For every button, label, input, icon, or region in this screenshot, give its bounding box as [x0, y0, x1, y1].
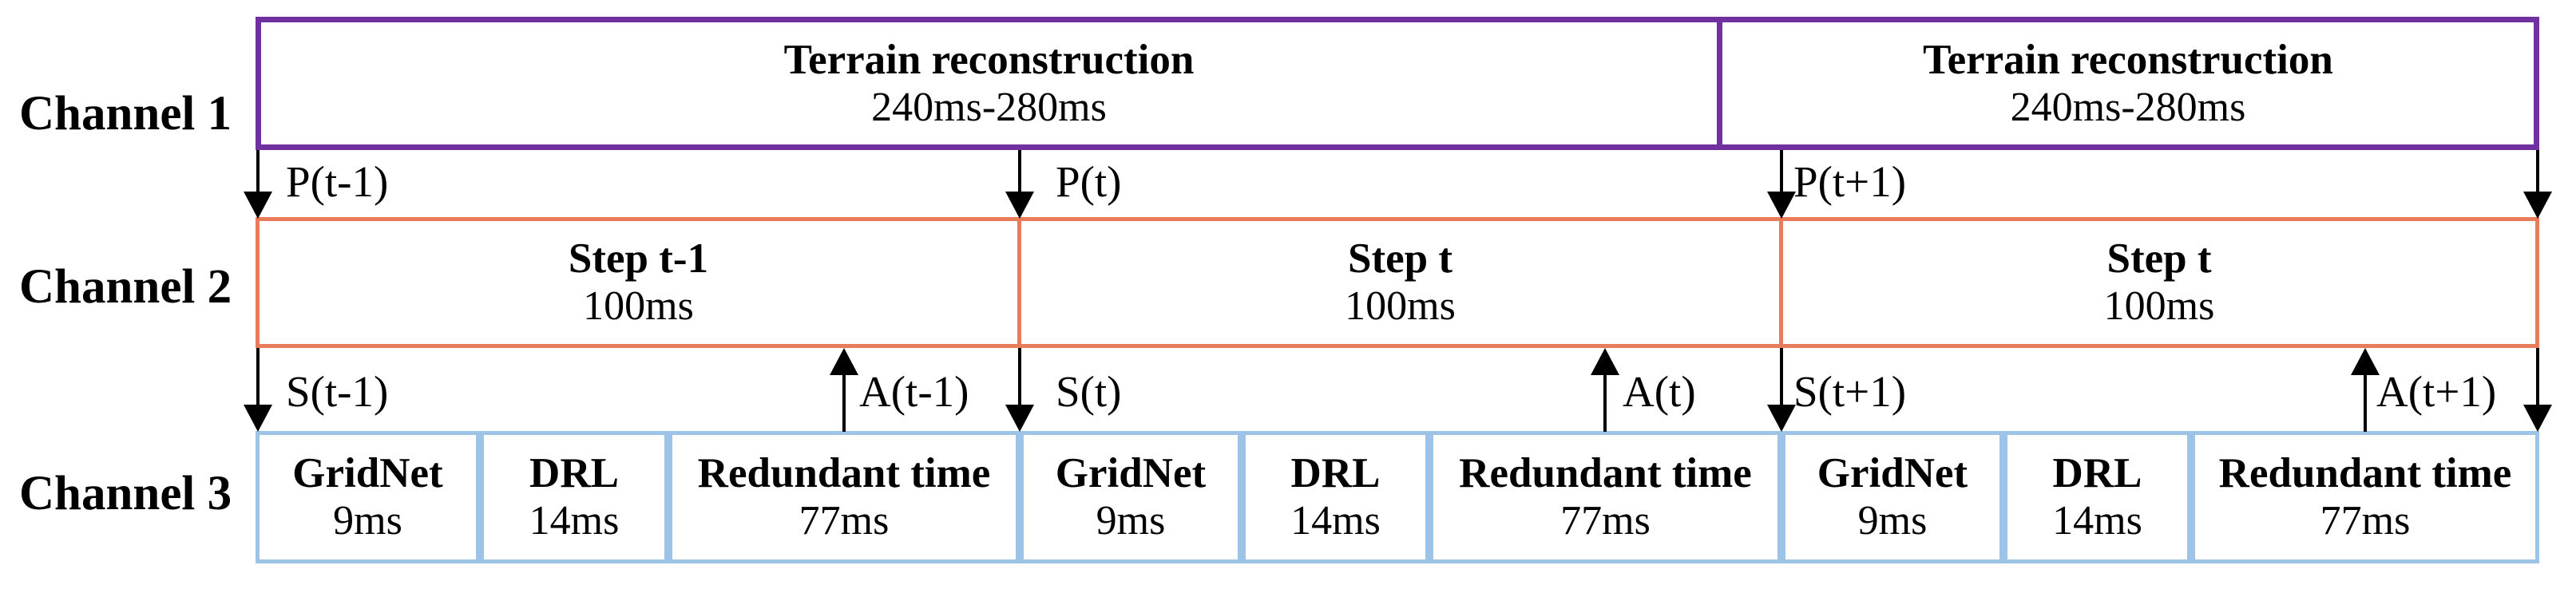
step-box-duration: 100ms	[583, 283, 694, 329]
channel-3-label: Channel 3	[19, 467, 232, 520]
s-signal-label: S(t-1)	[286, 367, 389, 416]
redundant-time-cell: Redundant time 77ms	[1429, 431, 1781, 563]
cell-duration: 77ms	[799, 498, 890, 544]
s-arrow-head	[244, 405, 272, 432]
a-arrow-head	[830, 348, 858, 375]
p-arrow-head	[1767, 192, 1796, 219]
p-arrow-head	[244, 192, 272, 219]
s-arrow-line	[2536, 348, 2539, 407]
step-box-3: Step t 100ms	[1779, 217, 2539, 348]
step-box-title: Step t-1	[568, 235, 709, 282]
p-signal-label: P(t+1)	[1793, 157, 1907, 206]
p-arrow-line	[1018, 150, 1021, 195]
cell-duration: 14ms	[1290, 498, 1381, 544]
p-arrow-line	[2536, 150, 2539, 195]
drl-cell: DRL 14ms	[480, 431, 668, 563]
terrain-box-title: Terrain reconstruction	[1923, 36, 2333, 83]
p-arrow-head	[1005, 192, 1034, 219]
p-arrow-line	[256, 150, 260, 195]
gridnet-cell: GridNet 9ms	[256, 431, 480, 563]
cell-title: DRL	[1290, 450, 1381, 496]
cell-title: Redundant time	[697, 450, 991, 496]
a-arrow-line	[2364, 374, 2367, 432]
s-arrow-head	[2523, 405, 2552, 432]
step-box-title: Step t	[1347, 235, 1453, 282]
cell-title: GridNet	[1817, 450, 1968, 496]
a-signal-label: A(t)	[1623, 367, 1696, 416]
cell-duration: 9ms	[1096, 498, 1166, 544]
cell-duration: 77ms	[1560, 498, 1651, 544]
terrain-box-duration: 240ms-280ms	[2010, 84, 2246, 130]
s-signal-label: S(t)	[1056, 367, 1122, 416]
s-arrow-line	[1018, 348, 1021, 407]
s-arrow-head	[1005, 405, 1034, 432]
step-box-2: Step t 100ms	[1017, 217, 1783, 348]
channel-1-label: Channel 1	[19, 87, 232, 140]
s-arrow-head	[1767, 405, 1796, 432]
a-arrow-line	[1603, 374, 1607, 432]
p-signal-label: P(t)	[1056, 157, 1122, 206]
redundant-time-cell: Redundant time 77ms	[2191, 431, 2539, 563]
a-arrow-head	[1591, 348, 1619, 375]
terrain-reconstruction-box-2: Terrain reconstruction 240ms-280ms	[1717, 17, 2539, 150]
drl-cell: DRL 14ms	[2003, 431, 2191, 563]
cell-title: GridNet	[292, 450, 443, 496]
redundant-time-cell: Redundant time 77ms	[668, 431, 1020, 563]
step-box-1: Step t-1 100ms	[256, 217, 1021, 348]
s-arrow-line	[256, 348, 260, 407]
a-arrow-line	[842, 374, 846, 432]
step-box-duration: 100ms	[2103, 283, 2215, 329]
gridnet-cell: GridNet 9ms	[1020, 431, 1242, 563]
cell-title: DRL	[2052, 450, 2142, 496]
cell-duration: 9ms	[1857, 498, 1928, 544]
cell-duration: 14ms	[529, 498, 620, 544]
cell-duration: 9ms	[333, 498, 402, 544]
s-arrow-line	[1780, 348, 1783, 407]
p-arrow-head	[2523, 192, 2552, 219]
terrain-reconstruction-box-1: Terrain reconstruction 240ms-280ms	[256, 17, 1722, 150]
a-arrow-head	[2351, 348, 2380, 375]
cell-title: Redundant time	[2218, 450, 2512, 496]
drl-cell: DRL 14ms	[1242, 431, 1429, 563]
cell-title: Redundant time	[1459, 450, 1752, 496]
a-signal-label: A(t-1)	[859, 367, 969, 416]
s-signal-label: S(t+1)	[1793, 367, 1907, 416]
terrain-box-title: Terrain reconstruction	[783, 36, 1195, 83]
terrain-box-duration: 240ms-280ms	[871, 84, 1107, 130]
cell-title: GridNet	[1055, 450, 1207, 496]
cell-duration: 14ms	[2052, 498, 2142, 544]
p-signal-label: P(t-1)	[286, 157, 389, 206]
cell-duration: 77ms	[2320, 498, 2411, 544]
gridnet-cell: GridNet 9ms	[1781, 431, 2003, 563]
a-signal-label: A(t+1)	[2376, 367, 2497, 416]
channel-2-label: Channel 2	[19, 260, 232, 314]
step-box-title: Step t	[2106, 235, 2212, 282]
cell-title: DRL	[529, 450, 619, 496]
step-box-duration: 100ms	[1345, 283, 1456, 329]
p-arrow-line	[1780, 150, 1783, 195]
